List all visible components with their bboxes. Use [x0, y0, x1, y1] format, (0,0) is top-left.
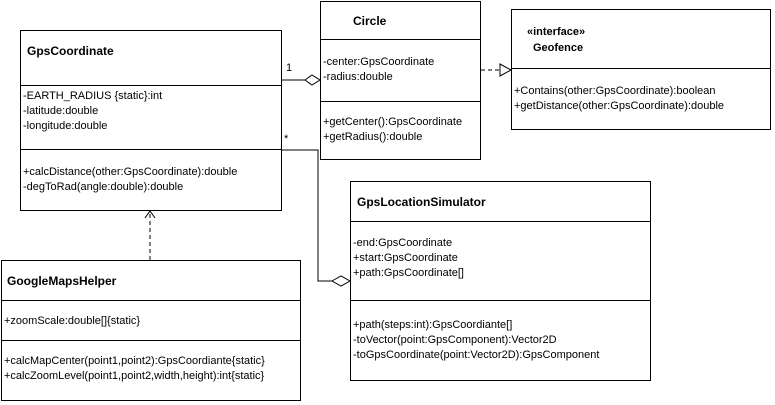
class-gps-coordinate[interactable]: GpsCoordinate -EARTH_RADIUS {static}:int… — [20, 30, 282, 211]
attribute: -radius:double — [323, 71, 393, 83]
class-header: GpsCoordinate — [21, 31, 281, 86]
operation: +getDistance(other:GpsCoordinate):double — [514, 100, 725, 112]
class-header: «interface» Geofence — [512, 10, 770, 69]
simulator-gps-association — [281, 149, 332, 282]
attribute: +path:GpsCoordinate[] — [353, 267, 464, 279]
class-header: GoogleMapsHelper — [2, 261, 300, 301]
class-name: GpsCoordinate — [27, 44, 114, 58]
dependency-arrowhead — [144, 210, 156, 219]
class-google-maps-helper[interactable]: GoogleMapsHelper +zoomScale:double[]{sta… — [1, 260, 301, 401]
attributes-section: -center:GpsCoordinate -radius:double — [321, 40, 480, 102]
operation: -degToRad(angle:double):double — [23, 181, 184, 193]
attribute: -center:GpsCoordinate — [323, 56, 435, 68]
realization-arrowhead — [499, 63, 513, 77]
operation: +path(steps:int):GpsCoordiante[] — [353, 319, 513, 331]
class-name: Geofence — [533, 42, 584, 54]
attribute: -end:GpsCoordinate — [353, 237, 453, 249]
circle-gps-multiplicity: 1 — [286, 62, 293, 74]
interface-geofence[interactable]: «interface» Geofence +Contains(other:Gps… — [511, 9, 771, 130]
stereotype-label: «interface» — [527, 26, 586, 38]
attributes-section: +zoomScale:double[]{static} — [2, 301, 300, 341]
operations-section: +getCenter():GpsCoordinate +getRadius():… — [321, 102, 480, 159]
operations-section: +calcDistance(other:GpsCoordinate):doubl… — [21, 150, 281, 210]
operation: +calcMapCenter(point1,point2):GpsCoordia… — [4, 355, 265, 367]
operations-section: +Contains(other:GpsCoordinate):boolean +… — [512, 69, 770, 129]
operation: +calcZoomLevel(point1,point2,width,heigh… — [4, 370, 265, 382]
operation: +getRadius():double — [323, 131, 423, 143]
operation: +Contains(other:GpsCoordinate):boolean — [514, 85, 716, 97]
class-name: GpsLocationSimulator — [357, 195, 486, 209]
class-gps-location-simulator[interactable]: GpsLocationSimulator -end:GpsCoordinate … — [350, 181, 651, 381]
simulator-gps-multiplicity: * — [284, 133, 289, 145]
class-header: Circle — [321, 2, 480, 40]
attributes-section: -EARTH_RADIUS {static}:int -latitude:dou… — [21, 86, 281, 150]
attribute: -latitude:double — [23, 105, 99, 117]
class-header: GpsLocationSimulator — [351, 182, 650, 222]
operations-section: +calcMapCenter(point1,point2):GpsCoordia… — [2, 341, 300, 400]
class-name: Circle — [353, 14, 387, 28]
operations-section: +path(steps:int):GpsCoordiante[] -toVect… — [351, 301, 650, 380]
operation: +getCenter():GpsCoordinate — [323, 116, 463, 128]
class-circle[interactable]: Circle -center:GpsCoordinate -radius:dou… — [320, 1, 481, 160]
circle-aggregation-diamond — [304, 74, 321, 86]
operation: -toGpsCoordinate(point:Vector2D):GpsComp… — [353, 349, 600, 361]
attribute: +zoomScale:double[]{static} — [4, 315, 141, 327]
class-name: GoogleMapsHelper — [7, 274, 117, 288]
attributes-section: -end:GpsCoordinate +start:GpsCoordinate … — [351, 222, 650, 301]
attribute: -EARTH_RADIUS {static}:int — [23, 90, 163, 102]
operation: +calcDistance(other:GpsCoordinate):doubl… — [23, 166, 238, 178]
attribute: +start:GpsCoordinate — [353, 252, 458, 264]
attribute: -longitude:double — [23, 120, 108, 132]
simulator-aggregation-diamond — [330, 275, 352, 287]
operation: -toVector(point:GpsComponent):Vector2D — [353, 334, 557, 346]
